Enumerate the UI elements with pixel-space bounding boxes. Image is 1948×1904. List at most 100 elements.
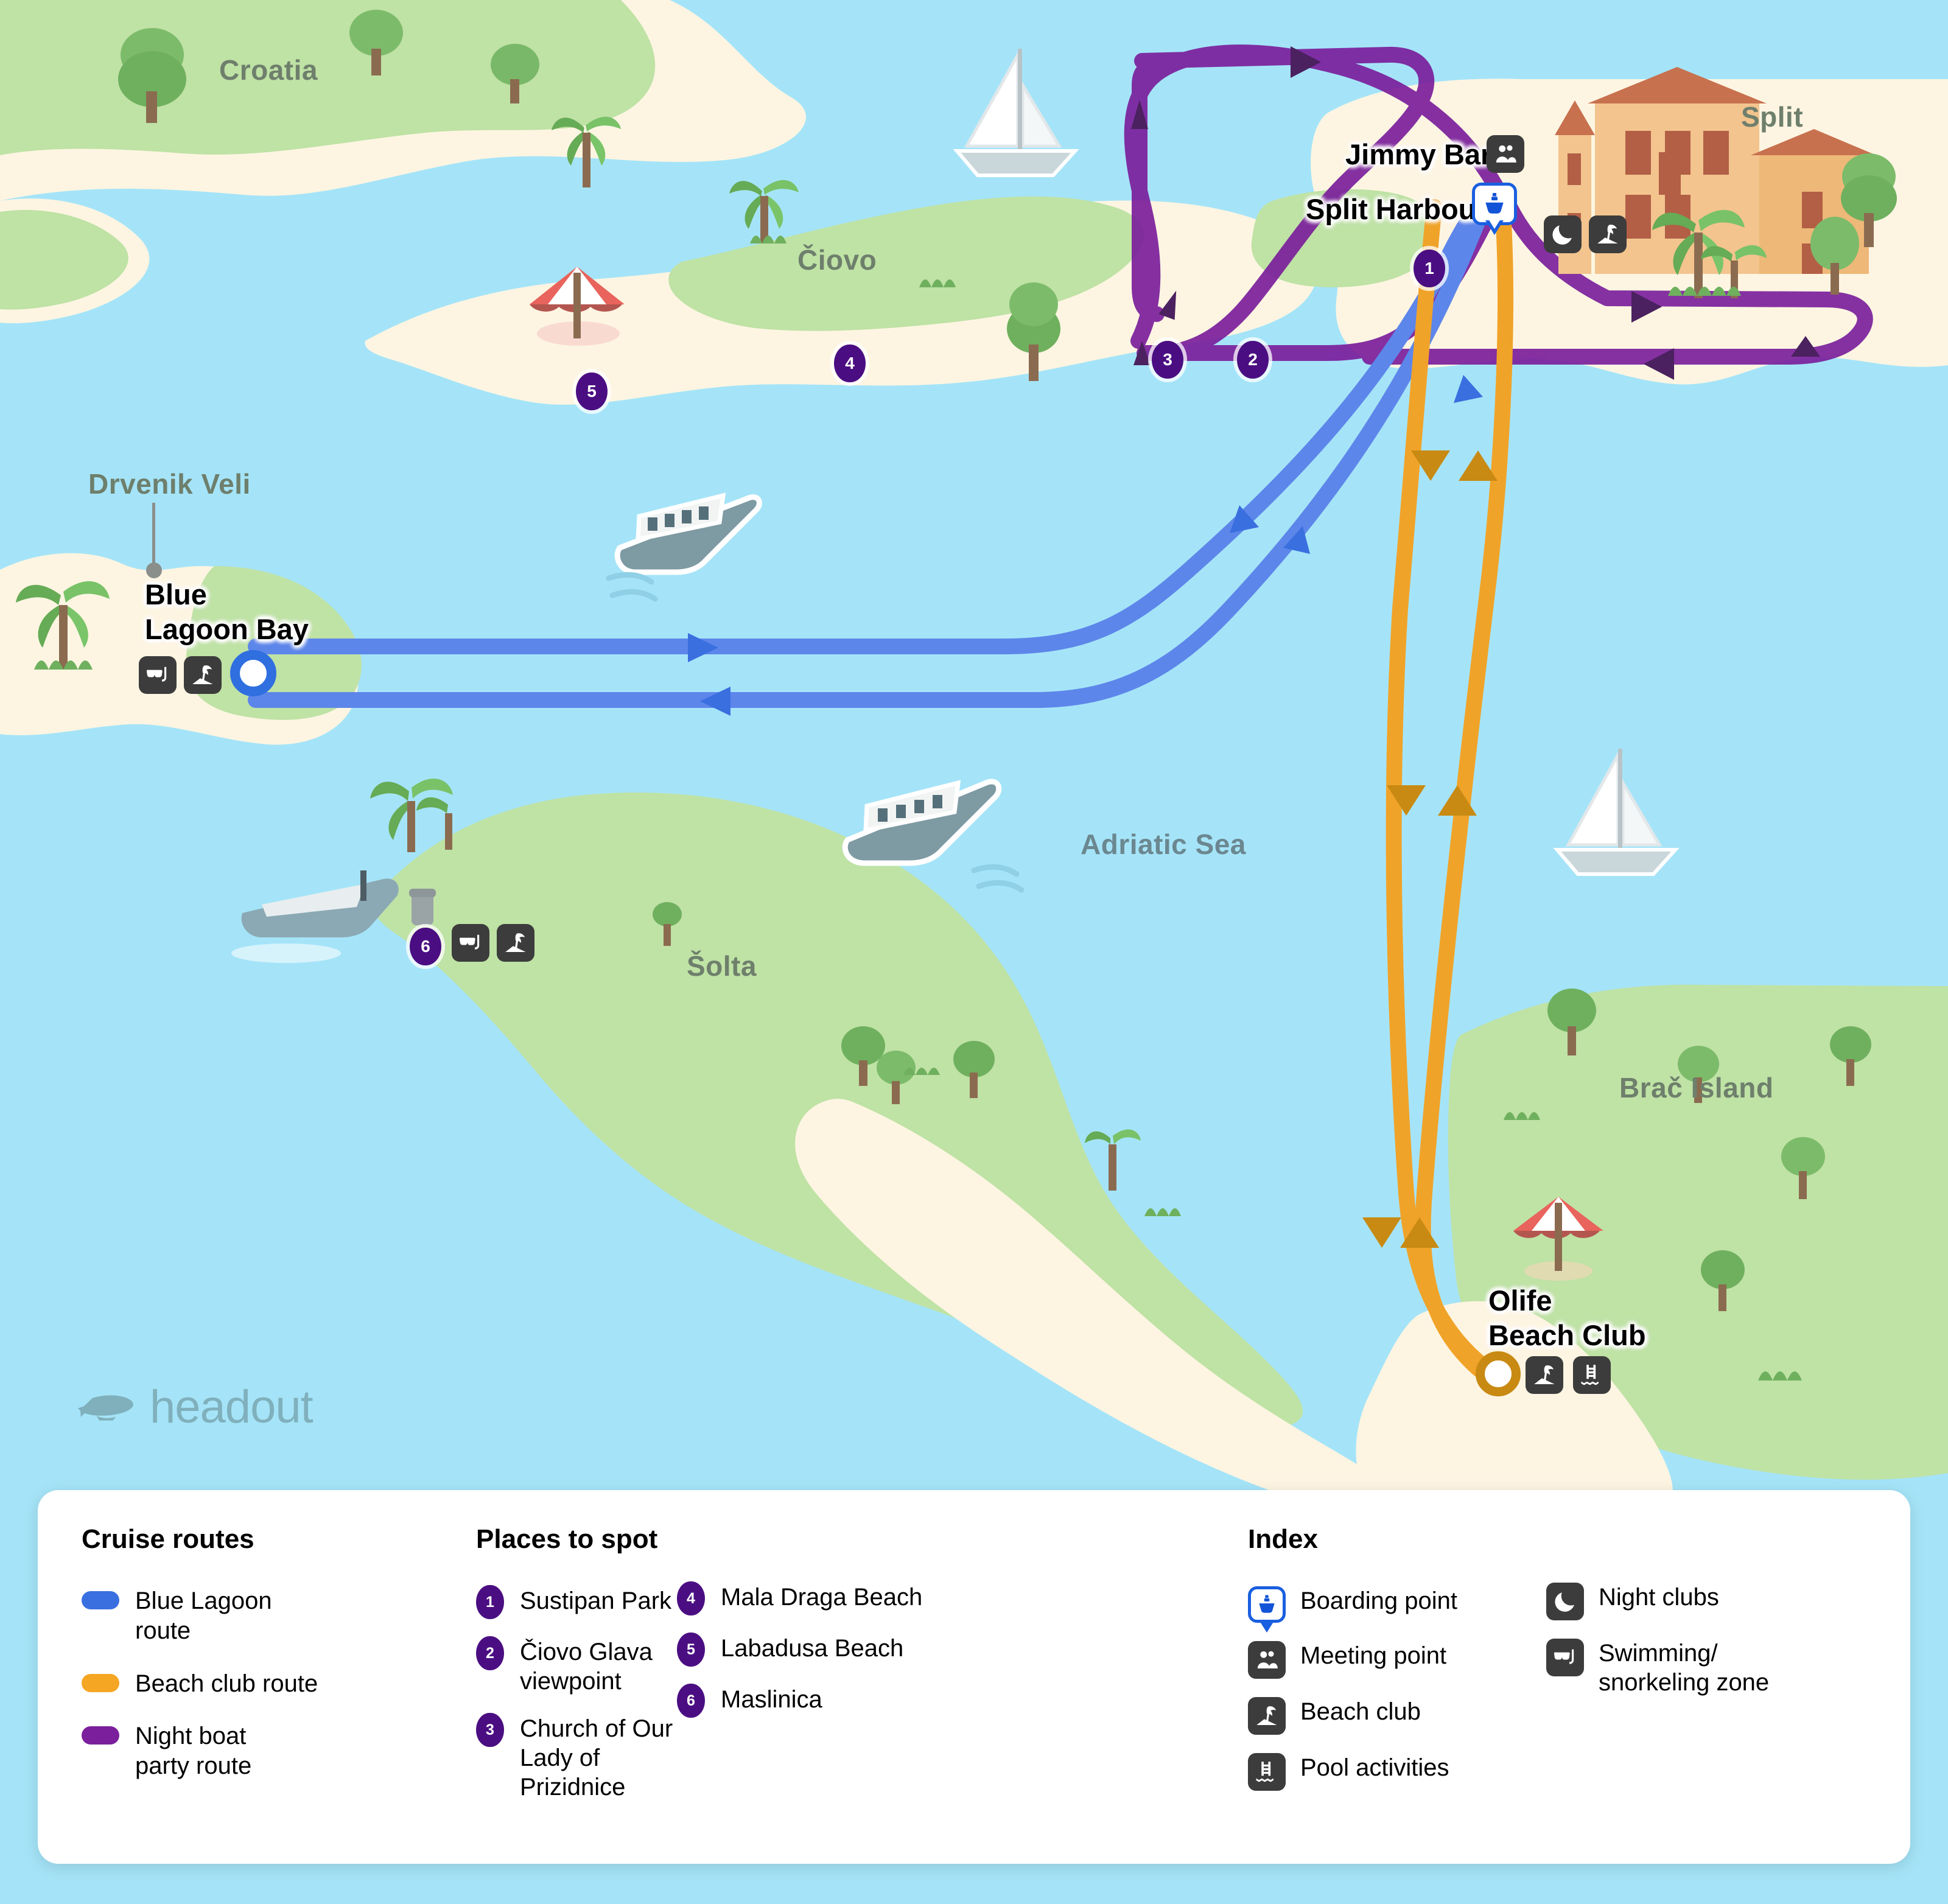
legend-index-pool-activities[interactable]: Pool activities <box>1248 1753 1546 1791</box>
index-label: Swimming/ snorkeling zone <box>1599 1640 1770 1696</box>
legend-route-blue-lagoon[interactable]: Blue Lagoon route <box>82 1586 464 1646</box>
snorkeling-icon <box>146 667 167 682</box>
meeting-point-icon-chip <box>1248 1641 1286 1679</box>
headout-logo: headout <box>78 1381 314 1433</box>
legend-index-meeting-point[interactable]: Meeting point <box>1248 1641 1546 1679</box>
tree-ciovo <box>1007 282 1060 381</box>
index-label: Pool activities <box>1300 1754 1449 1781</box>
legend-place-5[interactable]: 5 Labadusa Beach <box>677 1633 1054 1667</box>
route-endpoint-blue-lagoon[interactable] <box>230 650 276 696</box>
beach-club-icon <box>192 665 213 685</box>
badge-beach-club-maslinica[interactable] <box>497 924 534 962</box>
snorkeling-icon <box>1554 1649 1574 1664</box>
legend-place-4[interactable]: 4 Mala Draga Beach <box>677 1581 1054 1615</box>
index-label: Beach club <box>1300 1698 1421 1725</box>
legend-place-3[interactable]: 3 Church of Our Lady of Prizidnice <box>476 1713 677 1802</box>
sailboat-illustration-south <box>1553 749 1680 876</box>
badge-snorkeling-blue-lagoon[interactable] <box>139 656 177 694</box>
map-marker-6[interactable]: 6 <box>410 928 441 965</box>
legend-place-1[interactable]: 1 Sustipan Park <box>476 1585 677 1619</box>
map-marker-2[interactable]: 2 <box>1237 341 1269 379</box>
night-club-icon <box>1555 1592 1574 1612</box>
pool-icon <box>1581 1365 1599 1385</box>
badge-beach-club-split[interactable] <box>1589 215 1627 253</box>
night-club-icon-chip <box>1546 1583 1584 1620</box>
badge-meeting-point-jimmy-bar[interactable] <box>1487 135 1524 173</box>
legend-section-cruise-routes: Cruise routes Blue Lagoon route Beach cl… <box>38 1524 464 1864</box>
pool-icon-chip <box>1248 1753 1286 1791</box>
route-blue-lagoon <box>248 187 1501 708</box>
place-label: Church of Our Lady of Prizidnice <box>520 1715 673 1801</box>
leader-line-drvenik <box>152 503 155 569</box>
route-endpoint-olife-beach-club[interactable] <box>1476 1351 1521 1396</box>
legend-route-night-boat-party[interactable]: Night boat party route <box>82 1721 464 1781</box>
landmass-split-green <box>1251 189 1438 287</box>
legend-section-places-to-spot: Places to spot 1 Sustipan Park 2 Čiovo G… <box>464 1524 1231 1864</box>
boarding-point-pin[interactable] <box>1472 183 1517 235</box>
place-number-badge: 6 <box>677 1684 705 1718</box>
legend-place-6[interactable]: 6 Maslinica <box>677 1684 1054 1718</box>
index-column-2: Night clubs Swimming/ snorkeling zone <box>1546 1524 1877 1864</box>
legend-index-swimming-snorkeling[interactable]: Swimming/ snorkeling zone <box>1546 1639 1877 1697</box>
badge-night-club-split[interactable] <box>1544 215 1582 253</box>
meeting-point-icon <box>1257 1651 1278 1668</box>
index-label: Boarding point <box>1300 1587 1457 1614</box>
palm-trees-solta <box>370 779 453 852</box>
legend-place-2[interactable]: 2 Čiovo Glava viewpoint <box>476 1636 677 1696</box>
landmass-solta-sand <box>795 1099 1378 1507</box>
palm-tree-drvenik <box>16 581 110 670</box>
legend-title-index: Index <box>1248 1524 1318 1554</box>
index-label: Night clubs <box>1599 1584 1719 1611</box>
poi-label-blue-lagoon-bay: Blue Lagoon Bay <box>145 578 309 646</box>
beach-club-icon-chip <box>1248 1697 1286 1735</box>
places-column-2: 4 Mala Draga Beach 5 Labadusa Beach 6 Ma… <box>677 1524 1054 1864</box>
map-marker-3[interactable]: 3 <box>1152 341 1183 379</box>
legend-title-cruise-routes: Cruise routes <box>82 1524 254 1554</box>
route-swatch-blue <box>82 1591 119 1609</box>
legend-route-beach-club[interactable]: Beach club route <box>82 1669 464 1699</box>
snorkeling-icon-chip <box>1546 1639 1584 1676</box>
route-blue-lagoon-arrows <box>688 375 1483 716</box>
badge-beach-club-olife[interactable] <box>1526 1356 1563 1394</box>
legend-index-beach-club[interactable]: Beach club <box>1248 1697 1546 1735</box>
badge-snorkeling-maslinica[interactable] <box>452 924 489 962</box>
beach-club-icon <box>505 933 526 953</box>
place-number-badge: 3 <box>476 1713 504 1747</box>
badge-pool-olife[interactable] <box>1573 1356 1611 1394</box>
trees-split-east <box>1810 153 1897 295</box>
palm-trees-split <box>1652 209 1767 298</box>
landmass-brac-sand <box>1356 1301 1673 1503</box>
route-beach-club-arrows <box>1362 450 1498 1248</box>
legend-title-places-to-spot: Places to spot <box>476 1524 658 1554</box>
leader-dot-drvenik <box>146 562 162 578</box>
index-column-1: Index Boarding point <box>1248 1524 1546 1864</box>
map-marker-4[interactable]: 4 <box>834 345 866 382</box>
moored-boat-solta <box>231 870 436 963</box>
places-column-1: Places to spot 1 Sustipan Park 2 Čiovo G… <box>476 1524 677 1864</box>
ferry-illustration-north <box>606 492 762 602</box>
route-swatch-purple <box>82 1726 119 1745</box>
palm-tree-ciovo <box>729 180 799 243</box>
boarding-pin-tail-inner <box>1488 219 1501 229</box>
legend-index-night-clubs[interactable]: Night clubs <box>1546 1583 1877 1620</box>
headout-wordmark: headout <box>150 1381 314 1433</box>
legend-section-index: Index Boarding point <box>1231 1524 1910 1864</box>
place-number-badge: 5 <box>677 1633 705 1667</box>
badge-beach-club-blue-lagoon[interactable] <box>184 656 222 694</box>
map-marker-1[interactable]: 1 <box>1414 250 1445 287</box>
legend-route-label: Night boat party route <box>135 1723 252 1780</box>
route-swatch-orange <box>82 1673 119 1692</box>
snorkeling-icon <box>459 934 480 950</box>
legend-index-boarding-point[interactable]: Boarding point <box>1248 1586 1546 1623</box>
headout-blimp-icon <box>78 1395 133 1421</box>
beach-club-icon <box>1534 1365 1555 1385</box>
landmass-nw-patch-green <box>0 209 128 310</box>
beach-umbrella-ciovo <box>530 267 625 346</box>
map-marker-5[interactable]: 5 <box>576 373 608 410</box>
place-label: Labadusa Beach <box>721 1635 904 1662</box>
grass-ciovo <box>750 236 956 287</box>
ferry-illustration-south <box>842 779 1025 893</box>
map-legend-panel: Cruise routes Blue Lagoon route Beach cl… <box>38 1490 1910 1864</box>
cruise-ship-icon <box>1259 1595 1275 1613</box>
